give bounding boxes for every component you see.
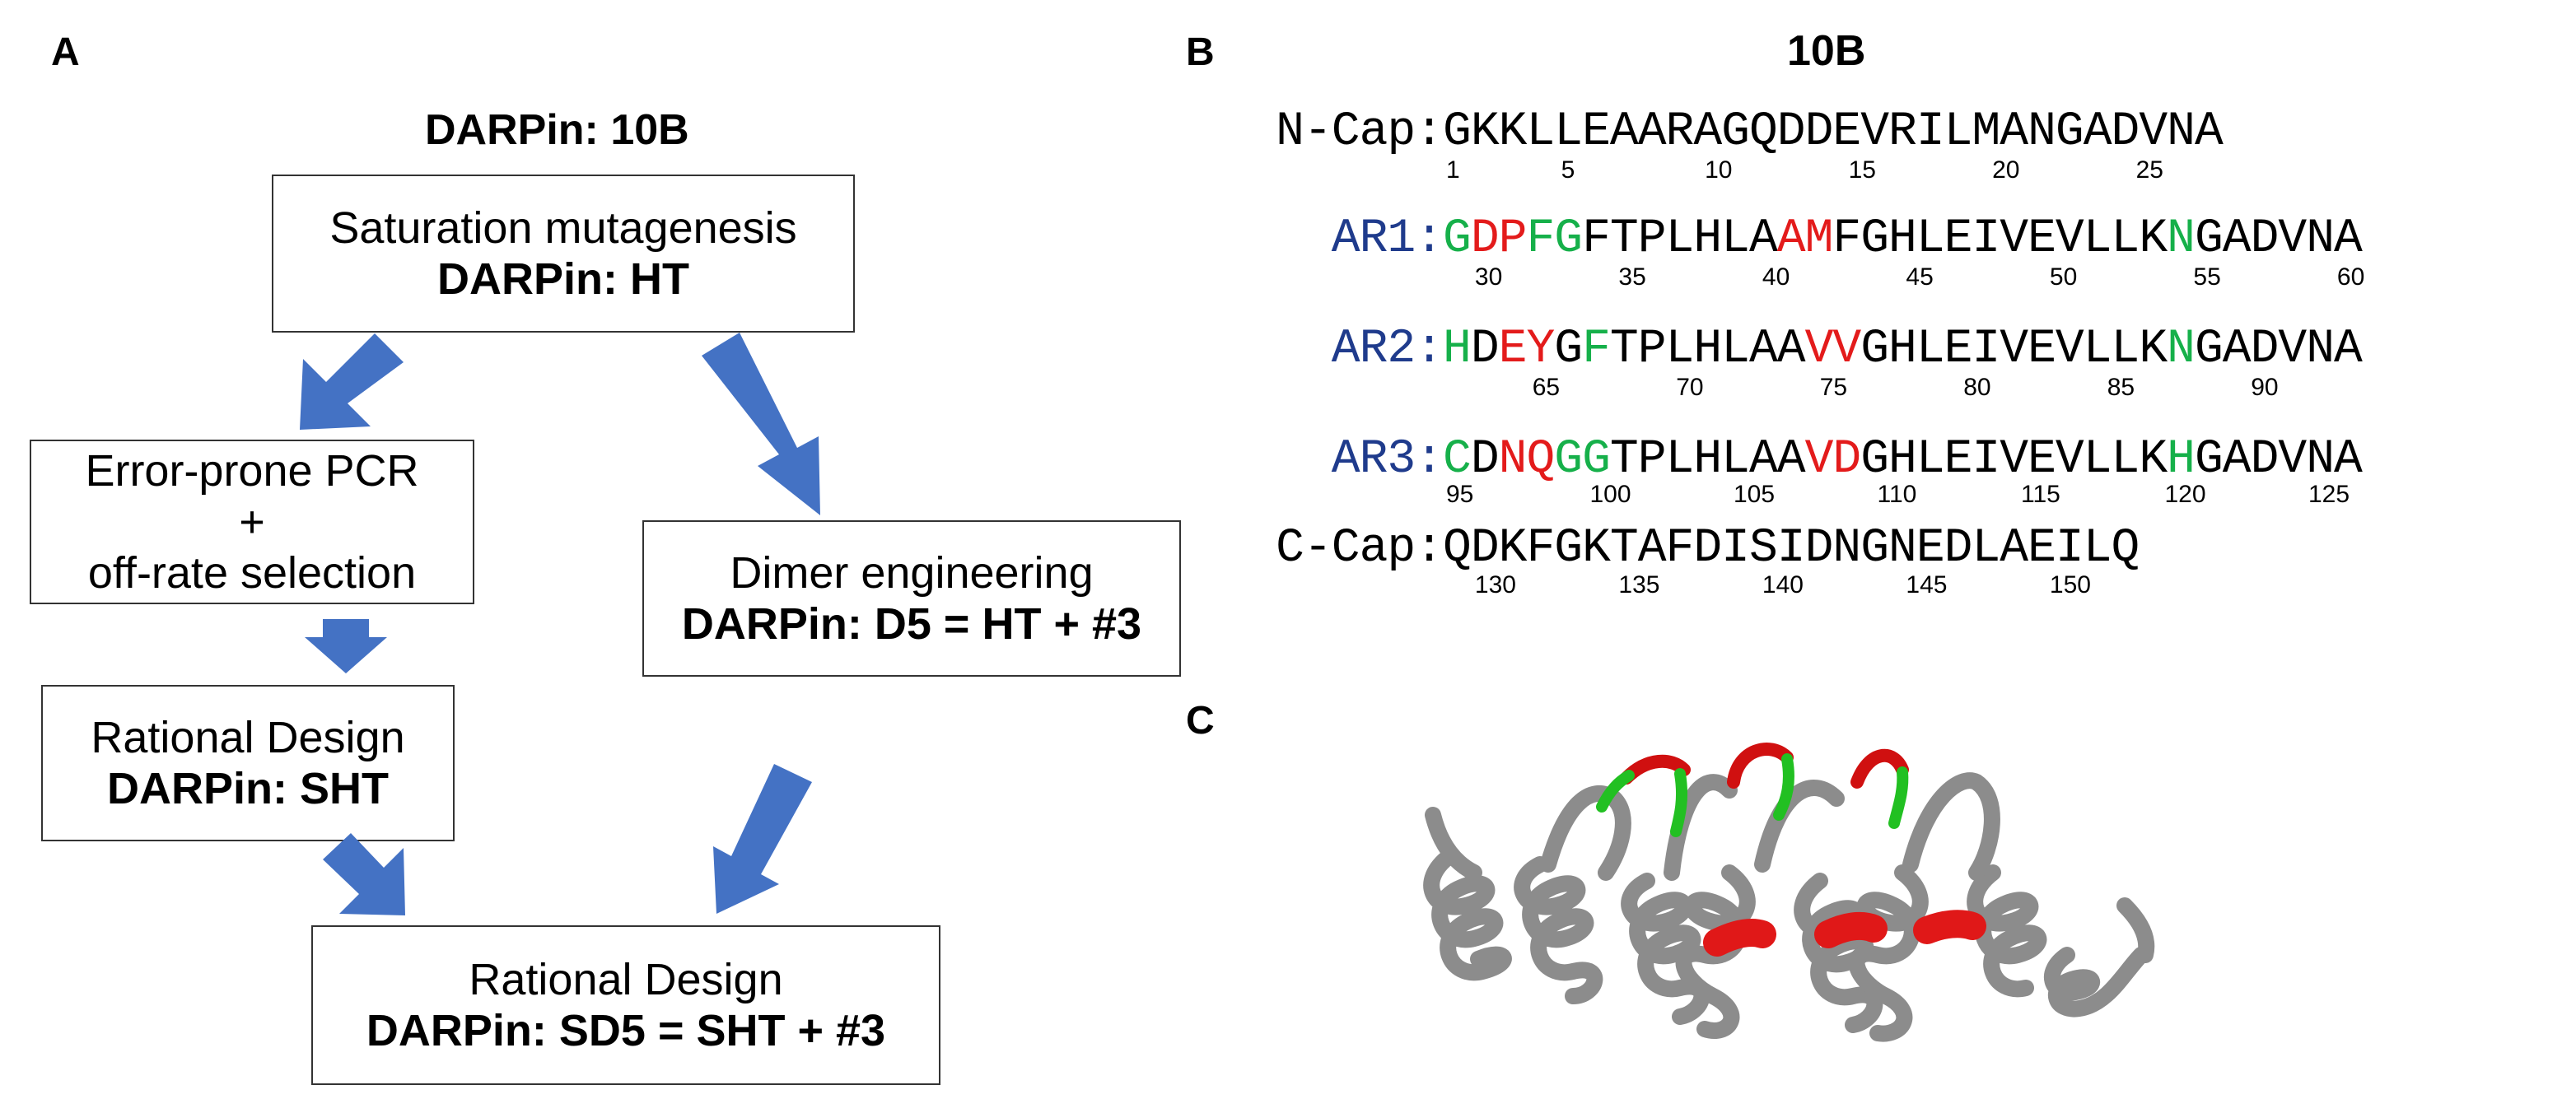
saturation-line2: DARPin: HT [437, 254, 689, 304]
errorprone-line3: off-rate selection [87, 548, 417, 598]
residue-number: 35 [1618, 263, 1646, 291]
residue-number: 5 [1561, 156, 1575, 184]
arrow-to-dimer [702, 333, 820, 515]
residue-number: 145 [1906, 571, 1948, 598]
residue-number: 75 [1819, 374, 1848, 401]
residue-number: 115 [2021, 481, 2060, 508]
residue-number: 45 [1906, 263, 1934, 291]
residue-number: 95 [1446, 481, 1474, 508]
panel-label-b: B [1186, 30, 1215, 74]
errorprone-line1: Error-prone PCR [85, 445, 419, 496]
rational1-line2: DARPin: SHT [107, 764, 389, 813]
sequence-residues: QDKFGKTAFDISIDNGNEDLAEILQ [1443, 522, 2140, 575]
residue-number: 20 [1992, 156, 2020, 184]
helix-bundle [1423, 772, 2155, 1042]
residue-number: 30 [1474, 263, 1503, 291]
sequence-residues: CDNQGGTPLHLAAVDGHLEIVEVLLKHGADVNA [1443, 433, 2363, 487]
sequence-label: AR1: [1331, 212, 1444, 266]
residue-number: 15 [1848, 156, 1876, 184]
dimer-line1: Dimer engineering [730, 547, 1094, 598]
residue-number: 65 [1532, 374, 1561, 401]
residue-number: 110 [1877, 481, 1917, 508]
arrow-dimer-to-sd5 [713, 764, 812, 914]
residue-number: 140 [1762, 571, 1804, 598]
rational2-line1: Rational Design [469, 954, 783, 1004]
saturation-mutagenesis-box: Saturation mutagenesis DARPin: HT [272, 175, 855, 333]
green-segments [1596, 753, 1909, 837]
rational-design-sd5-box: Rational Design DARPin: SD5 = SHT + #3 [311, 925, 940, 1085]
flowchart-title: DARPin: 10B [425, 106, 689, 154]
residue-number: 85 [2107, 374, 2135, 401]
arrow-to-rational-sht [305, 619, 387, 673]
residue-number: 55 [2193, 263, 2221, 291]
flowchart-arrows [300, 333, 820, 915]
sequence-title: 10B [1787, 27, 1866, 75]
sequence-label: AR2: [1331, 323, 1444, 376]
rational2-line2: DARPin: SD5 = SHT + #3 [366, 1006, 886, 1055]
residue-number: 60 [2336, 263, 2365, 291]
sequence-residues: GKKLLEAARAGQDDEVRILMANGADVNA [1443, 105, 2224, 159]
residue-number: 150 [2049, 571, 2091, 598]
dimer-engineering-box: Dimer engineering DARPin: D5 = HT + #3 [642, 520, 1181, 677]
errorprone-line2: + [239, 496, 265, 547]
residue-number: 50 [2049, 263, 2078, 291]
residue-number: 1 [1446, 156, 1460, 184]
residue-number: 10 [1705, 156, 1733, 184]
residue-number: 105 [1734, 481, 1776, 508]
sequence-residues: HDEYGFTPLHLAAVVGHLEIVEVLLKNGADVNA [1443, 323, 2363, 376]
residue-number: 120 [2164, 481, 2206, 508]
rational1-line1: Rational Design [91, 712, 405, 762]
residue-number: 125 [2308, 481, 2350, 508]
residue-number: 130 [1474, 571, 1516, 598]
sequence-label: N-Cap: [1276, 105, 1444, 159]
saturation-line1: Saturation mutagenesis [329, 203, 797, 253]
residue-number: 70 [1676, 374, 1704, 401]
residue-number: 80 [1963, 374, 1991, 401]
rational-design-sht-box: Rational Design DARPin: SHT [41, 685, 455, 841]
red-loops [1620, 743, 1909, 789]
dimer-line2: DARPin: D5 = HT + #3 [681, 599, 1142, 649]
residue-number: 90 [2251, 374, 2279, 401]
residue-number: 25 [2135, 156, 2163, 184]
arrow-to-errorprone [300, 333, 404, 430]
arrow-rational-sht-to-sd5 [323, 833, 405, 915]
panel-label-a: A [51, 30, 80, 74]
residue-number: 40 [1762, 263, 1790, 291]
red-helix-patches [1703, 910, 1986, 957]
sequence-label: C-Cap: [1276, 522, 1444, 575]
sequence-residues: GDPFGFTPLHLAAMFGHLEIVEVLLKNGADVNA [1443, 212, 2363, 266]
error-prone-box: Error-prone PCR + off-rate selection [30, 440, 474, 604]
protein-structure [1423, 743, 2155, 1042]
residue-number: 135 [1618, 571, 1660, 598]
panel-label-c: C [1186, 699, 1215, 743]
sequence-label: AR3: [1331, 433, 1444, 487]
residue-number: 100 [1589, 481, 1631, 508]
